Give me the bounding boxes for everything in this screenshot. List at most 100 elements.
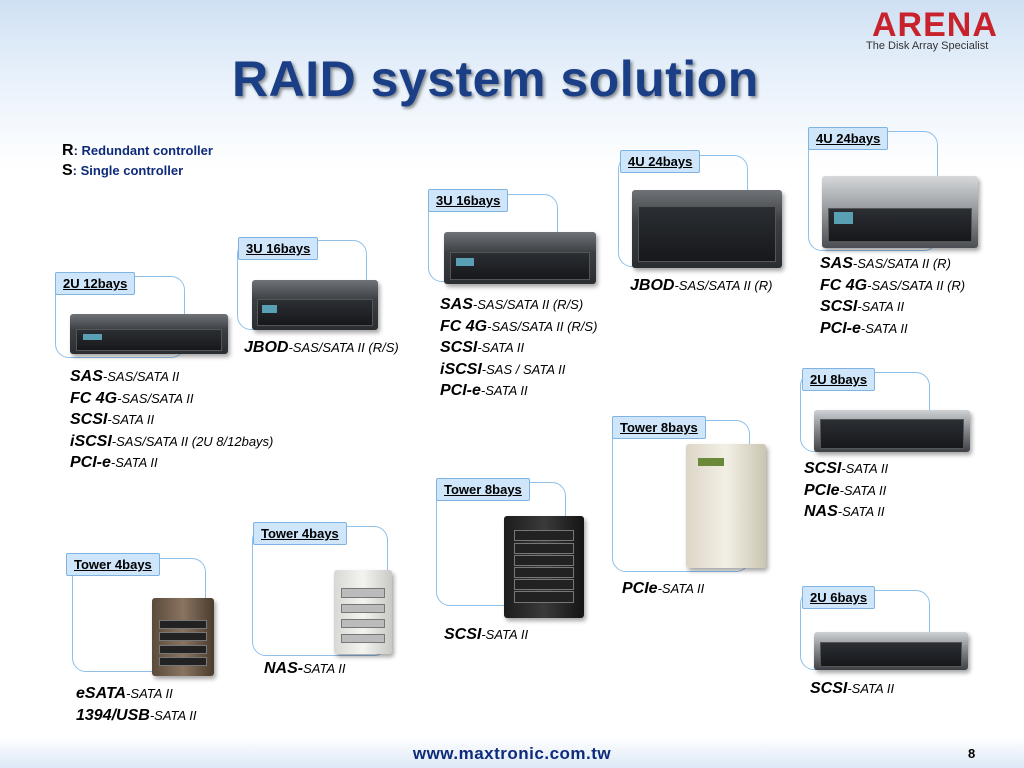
- spec-line: iSCSI-SAS / SATA II: [440, 359, 597, 381]
- spec-drives: -SAS/SATA II (R): [867, 277, 966, 293]
- spec-drives: -SATA II: [126, 686, 173, 701]
- spec-drives: -SATA II: [841, 461, 889, 476]
- spec-line: SAS-SAS/SATA II (R): [820, 253, 965, 275]
- spec-interface: FC 4G: [820, 276, 868, 294]
- spec-drives: -SATA II: [657, 581, 705, 596]
- spec-drives: -SATA II: [481, 627, 529, 642]
- tag-2u8: 2U 8bays: [802, 368, 876, 391]
- rack-2u6-image: [814, 632, 968, 670]
- spec-interface: PCIe: [804, 481, 840, 499]
- spec-interface: iSCSI: [440, 360, 482, 378]
- rack-3u16-image: [444, 232, 596, 284]
- spec-drives: -SAS/SATA II (R): [674, 278, 773, 293]
- specs-4u24: SAS-SAS/SATA II (R)FC 4G-SAS/SATA II (R)…: [820, 253, 965, 339]
- spec-line: PCI-e-SATA II: [440, 380, 597, 402]
- footer-bar: [0, 738, 1024, 768]
- specs-tower8-scsi: SCSI-SATA II: [444, 624, 528, 646]
- spec-interface: SAS: [820, 255, 853, 272]
- spec-interface: SCSI: [70, 411, 108, 428]
- rack-4u24-image: [822, 176, 978, 248]
- legend-single: S: Single controller: [62, 162, 183, 180]
- spec-line: NAS-SATA II: [264, 658, 346, 680]
- spec-interface: PCI-e: [70, 454, 111, 471]
- legend-s-label: : Single controller: [72, 163, 184, 178]
- legend-s-key: S: [62, 162, 73, 179]
- spec-line: FC 4G-SAS/SATA II (R/S): [440, 316, 597, 338]
- spec-interface: SCSI: [440, 339, 478, 356]
- spec-interface: PCI-e: [440, 382, 481, 399]
- tag-2u6: 2U 6bays: [802, 586, 876, 609]
- spec-drives: -SATA II: [839, 482, 887, 498]
- tag-tower4-esata: Tower 4bays: [66, 553, 160, 576]
- page-title: RAID system solution: [232, 51, 759, 107]
- tag-4u24: 4U 24bays: [808, 127, 889, 150]
- rack-3u16-jbod-image: [252, 280, 378, 330]
- tag-2u12: 2U 12bays: [55, 272, 136, 295]
- spec-line: PCIe-SATA II: [622, 578, 704, 600]
- tag-tower4-nas: Tower 4bays: [253, 522, 347, 545]
- spec-drives: SATA II: [303, 661, 346, 676]
- spec-interface: SAS: [440, 296, 473, 313]
- tower8-pcie-image: [686, 444, 766, 568]
- spec-line: iSCSI-SAS/SATA II (2U 8/12bays): [70, 431, 273, 453]
- spec-drives: -SAS/SATA II: [102, 369, 180, 384]
- spec-drives: -SATA II: [149, 707, 197, 723]
- specs-3u16: SAS-SAS/SATA II (R/S)FC 4G-SAS/SATA II (…: [440, 294, 597, 402]
- spec-drives: -SAS / SATA II: [481, 361, 566, 377]
- spec-line: NAS-SATA II: [804, 501, 888, 523]
- spec-line: eSATA-SATA II: [76, 683, 197, 705]
- specs-2u6: SCSI-SATA II: [810, 678, 894, 700]
- spec-drives: -SAS/SATA II (R/S): [472, 297, 584, 312]
- spec-line: FC 4G-SAS/SATA II (R): [820, 275, 965, 297]
- spec-line: SCSI-SATA II: [804, 458, 888, 480]
- spec-line: SCSI-SATA II: [820, 296, 965, 318]
- spec-drives: -SATA II: [107, 412, 155, 427]
- spec-interface: iSCSI: [70, 432, 112, 450]
- spec-interface: NAS: [804, 503, 838, 520]
- spec-drives: -SATA II: [110, 455, 158, 470]
- spec-line: JBOD-SAS/SATA II (R/S): [244, 337, 399, 359]
- spec-interface: JBOD: [244, 339, 289, 356]
- spec-line: SCSI-SATA II: [444, 624, 528, 646]
- spec-interface: FC 4G: [70, 389, 118, 407]
- spec-interface: JBOD: [630, 277, 675, 294]
- tower8-scsi-image: [504, 516, 584, 618]
- rack-4u24-jbod-image: [632, 190, 782, 268]
- spec-interface: SCSI: [810, 680, 848, 697]
- specs-tower8-pcie: PCIe-SATA II: [622, 578, 704, 600]
- spec-drives: -SATA II: [857, 299, 905, 314]
- tag-3u16: 3U 16bays: [428, 189, 509, 212]
- spec-drives: -SAS/SATA II: [117, 390, 194, 406]
- spec-line: FC 4G-SAS/SATA II: [70, 388, 273, 410]
- spec-drives: -SAS/SATA II (R/S): [288, 340, 399, 355]
- spec-line: JBOD-SAS/SATA II (R): [630, 275, 772, 297]
- specs-3u16-jbod: JBOD-SAS/SATA II (R/S): [244, 337, 399, 359]
- tower4-esata-image: [152, 598, 214, 676]
- spec-line: PCI-e-SATA II: [70, 452, 273, 474]
- spec-drives: -SATA II: [860, 320, 908, 336]
- spec-interface: PCI-e: [820, 319, 861, 337]
- spec-drives: -SAS/SATA II (R): [852, 256, 951, 271]
- arena-logo: ARENA: [872, 6, 998, 44]
- spec-line: SAS-SAS/SATA II: [70, 366, 273, 388]
- tag-3u16-jbod: 3U 16bays: [238, 237, 319, 260]
- spec-interface: NAS-: [264, 660, 304, 677]
- spec-line: 1394/USB-SATA II: [76, 705, 197, 727]
- tower4-nas-image: [334, 570, 392, 654]
- footer-url[interactable]: www.maxtronic.com.tw: [412, 744, 612, 763]
- spec-interface: eSATA: [76, 685, 127, 702]
- spec-drives: -SAS/SATA II (R/S): [487, 318, 598, 334]
- page-number: 8: [968, 746, 976, 761]
- spec-interface: FC 4G: [440, 317, 488, 335]
- specs-tower4-nas: NAS-SATA II: [264, 658, 346, 680]
- tag-tower8-scsi: Tower 8bays: [436, 478, 530, 501]
- legend-redundant: R: Redundant controller: [62, 142, 213, 160]
- spec-drives: -SATA II: [837, 504, 885, 519]
- tag-tower8-pcie: Tower 8bays: [612, 416, 706, 439]
- spec-interface: PCIe: [622, 580, 658, 597]
- specs-4u24-jbod: JBOD-SAS/SATA II (R): [630, 275, 772, 297]
- spec-interface: SCSI: [820, 298, 858, 315]
